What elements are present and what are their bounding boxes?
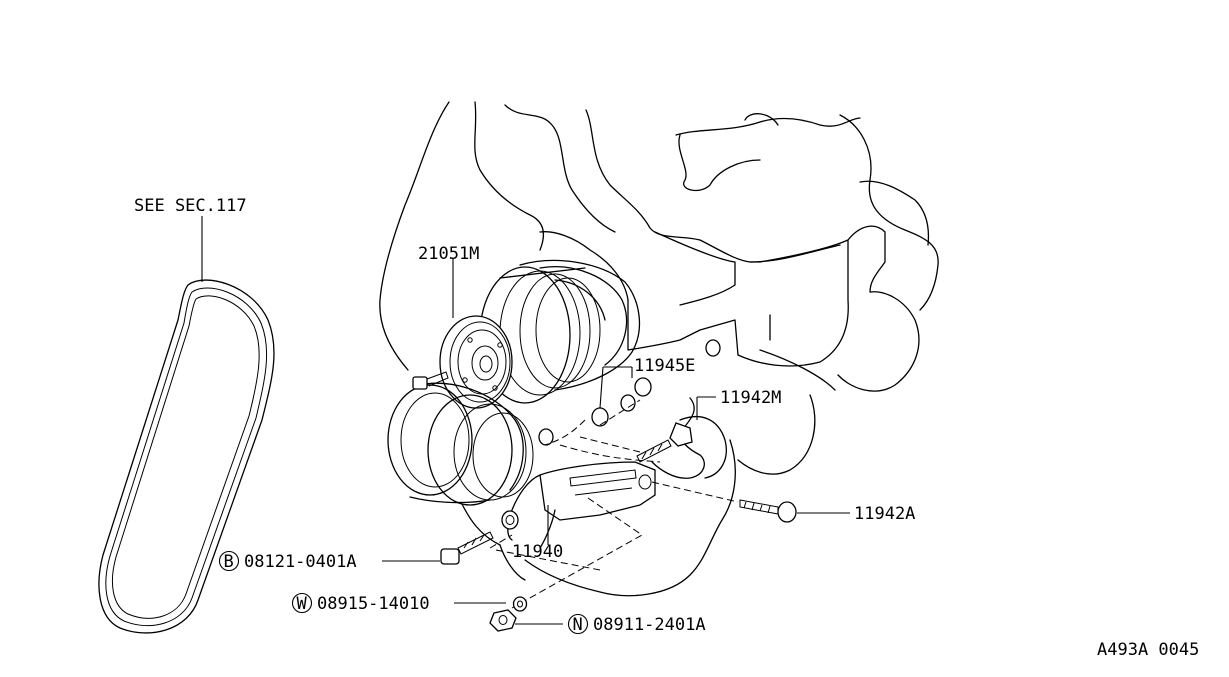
nut-n-part [489, 609, 563, 632]
pulley-bolt-icon [412, 371, 449, 390]
crank-pulley [387, 382, 534, 506]
see-section-note: SEE SEC.117 [134, 196, 247, 216]
fastener-b-symbol: B [224, 552, 234, 572]
label-11942m: 11942M [720, 388, 781, 408]
fastener-n-part-number: 08911-2401A [593, 615, 706, 635]
assembly-guide-lines [489, 399, 739, 609]
bracket-bolt-e [591, 339, 721, 427]
label-11942a: 11942A [854, 504, 915, 524]
fastener-b-part-number: 08121-0401A [244, 552, 357, 572]
drive-belt [98, 216, 275, 634]
drawing-code: A493A 0045 [1097, 640, 1199, 660]
label-21051m: 21051M [418, 244, 479, 264]
label-11940: 11940 [512, 542, 563, 562]
adjust-bolt [739, 499, 850, 523]
label-11945e: 11945E [634, 356, 695, 376]
adjust-bracket [651, 396, 716, 479]
engine-block [379, 101, 939, 597]
fastener-n-callout: N 08911-2401A [567, 613, 706, 635]
fastener-w-part-number: 08915-14010 [317, 594, 430, 614]
fastener-w-callout: W 08915-14010 [291, 592, 430, 614]
washer-w-part [454, 596, 528, 612]
alternator-pulley [439, 258, 513, 409]
bolt-icon [218, 550, 240, 572]
small-bolt-icon [636, 439, 672, 463]
alternator-bracket [501, 428, 656, 549]
fastener-b-callout: B 08121-0401A [218, 550, 357, 572]
bolt-b-part [382, 531, 494, 565]
fastener-n-symbol: N [573, 615, 583, 635]
fastener-w-symbol: W [297, 594, 308, 614]
nut-icon [567, 613, 589, 635]
washer-icon [291, 592, 313, 614]
